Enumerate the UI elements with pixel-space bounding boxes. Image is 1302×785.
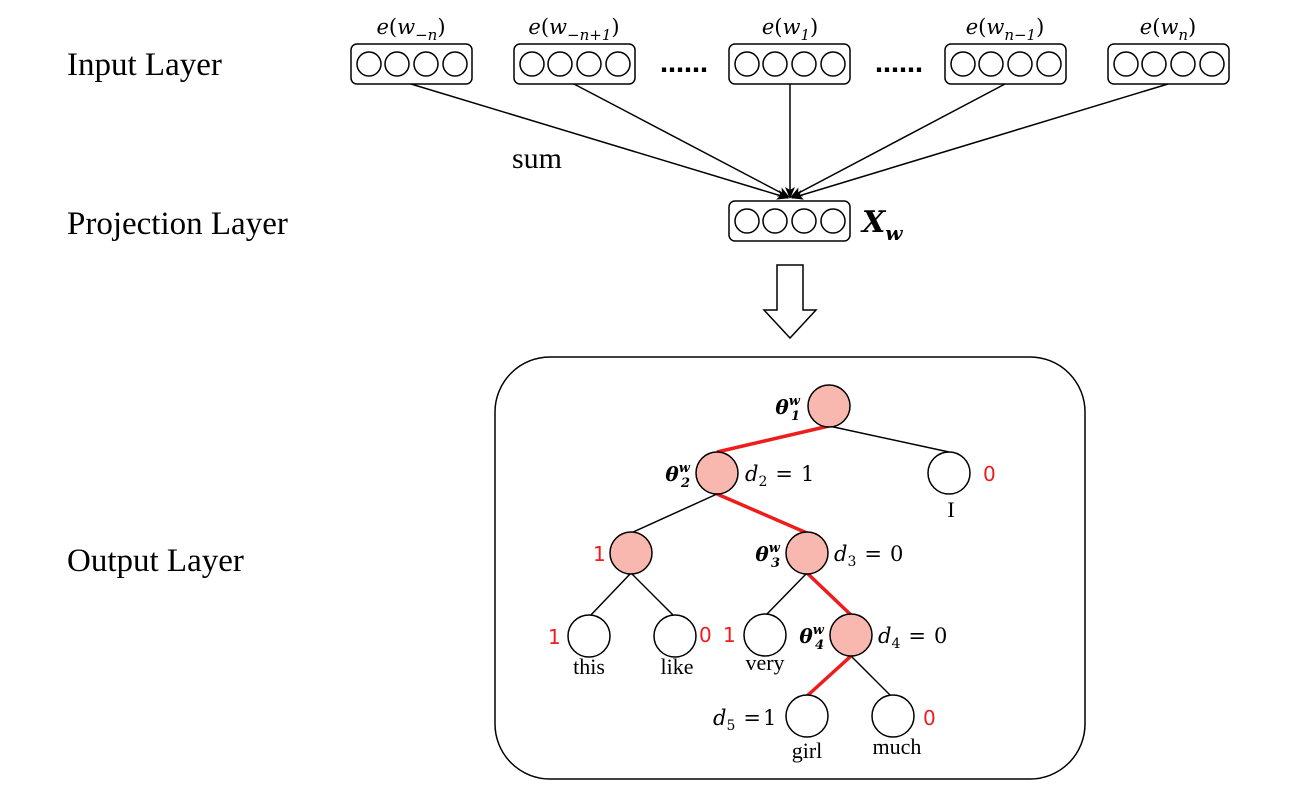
sum-arrows	[410, 83, 1169, 200]
word-label: much	[873, 734, 922, 759]
branch-code: 1	[593, 542, 606, 566]
branch-code: 0	[699, 623, 712, 647]
word-label: like	[661, 654, 694, 679]
tree-node-theta-1	[807, 384, 851, 428]
word-label: I	[947, 497, 954, 522]
tree-leaf-i	[927, 451, 971, 495]
tree-node-theta-2	[695, 451, 739, 495]
output-layer-label: Output Layer	[67, 543, 244, 579]
embedding-vector-box	[1107, 43, 1230, 85]
output-tree-container	[494, 356, 1086, 780]
embedding-title: e(wn)	[1140, 15, 1197, 44]
word-label: this	[573, 654, 605, 679]
code-label: d5=1	[713, 706, 776, 734]
branch-code: 1	[548, 625, 561, 649]
embedding-vector-box	[944, 43, 1067, 85]
projection-vector-box	[728, 200, 851, 242]
sum-label: sum	[512, 142, 562, 175]
tree-leaf-much	[871, 694, 915, 738]
tree-node-theta-3	[785, 531, 829, 575]
tree-leaf-very	[743, 613, 787, 657]
code-label: d2=1	[745, 462, 814, 490]
down-arrow	[762, 264, 818, 340]
embedding-title: e(w1)	[762, 15, 818, 44]
code-label: d3=0	[834, 542, 903, 570]
tree-edges	[588, 425, 950, 699]
tree-leaf-this	[567, 614, 611, 658]
input-layer-label: Input Layer	[67, 47, 222, 83]
huffman-path-edges	[716, 424, 853, 698]
embedding-title: e(wn−1)	[966, 15, 1045, 44]
tree-node-left-inner	[609, 531, 653, 575]
ellipsis: ……	[660, 50, 708, 78]
embedding-vector-box	[513, 43, 636, 85]
ellipsis: ……	[875, 50, 923, 78]
projection-layer-label: Projection Layer	[67, 206, 288, 242]
tree-node-theta-4	[829, 613, 873, 657]
embedding-title: e(w−n+1)	[528, 15, 619, 44]
tree-leaf-girl	[785, 694, 829, 738]
word-label: very	[745, 650, 784, 675]
embedding-title: e(w−n)	[376, 15, 445, 44]
branch-code: 1	[723, 623, 736, 647]
word-label: girl	[792, 738, 823, 763]
code-label: d4=0	[878, 624, 947, 652]
tree-leaf-like	[653, 614, 697, 658]
branch-code: 0	[923, 706, 936, 730]
projection-vector-label: Xw	[860, 205, 903, 245]
embedding-vector-box	[350, 43, 473, 85]
branch-code: 0	[983, 462, 996, 486]
embedding-vector-box	[728, 43, 851, 85]
